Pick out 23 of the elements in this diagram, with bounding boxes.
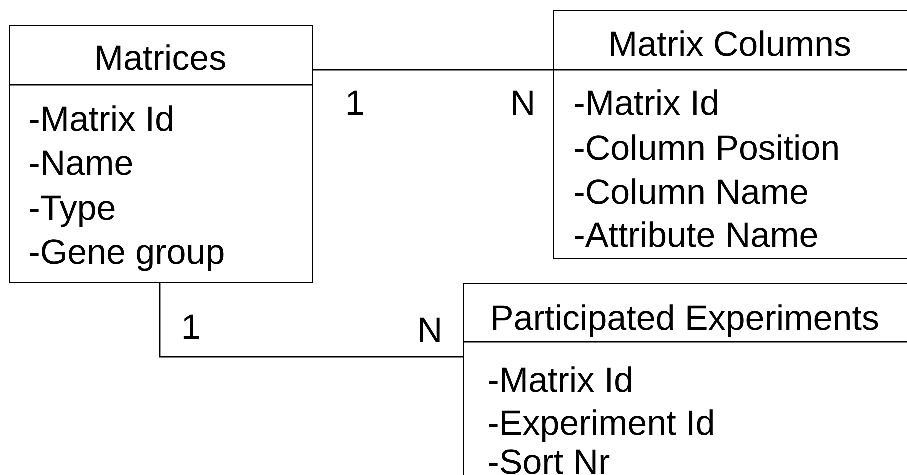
attribute-text: -Matrix Id [575, 90, 718, 116]
table-header: Matrix Columns [611, 30, 850, 56]
attribute-text: -Name [30, 150, 132, 176]
attribute-text: -Sort Nr [489, 450, 610, 474]
cardinality-label: N [420, 318, 440, 342]
attribute-text: -Experiment Id [489, 410, 713, 442]
connector-line [159, 283, 463, 358]
attribute-text: -Attribute Name [575, 222, 818, 248]
attribute-text: -Matrix Id [30, 106, 172, 132]
table-header: Participated Experiments [493, 304, 878, 338]
cardinality-label: N [513, 90, 533, 115]
attribute-text: -Column Name [575, 178, 808, 204]
entity-table [463, 283, 907, 475]
attribute-text: -Gene group [30, 240, 224, 272]
cardinality-label: 1 [348, 90, 364, 115]
entity-table [9, 25, 314, 284]
attribute-text: -Type [30, 196, 115, 228]
attribute-text: -Column Position [575, 134, 838, 160]
attribute-text: -Matrix Id [489, 366, 632, 392]
cardinality-label: 1 [184, 314, 200, 339]
table-header: Matrices [97, 44, 226, 70]
connector-line [313, 69, 553, 71]
entity-table [553, 10, 907, 260]
